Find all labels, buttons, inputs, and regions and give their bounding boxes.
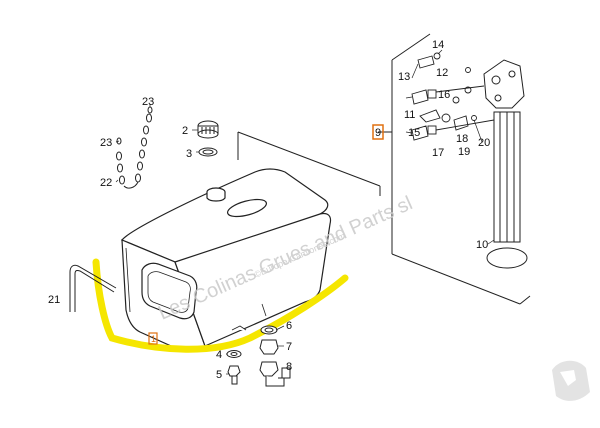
fuel-tank [121,168,332,352]
logo-mark [552,360,590,401]
callout-14: 14 [432,39,444,51]
seal-6 [260,325,278,335]
frame-outline [237,131,381,196]
elbow-fitting [259,361,291,387]
callout-7: 7 [286,341,292,353]
callout-17: 17 [432,147,444,159]
callout-box-9 [372,124,384,140]
callout-19: 19 [458,146,470,158]
callout-10: 10 [476,239,488,251]
fitting-7 [259,339,279,355]
callout-1-label: 1 [151,334,156,344]
callout-21: 21 [48,294,60,306]
washer-4 [226,350,242,358]
callout-8: 8 [286,361,292,373]
callout-6: 6 [286,320,292,332]
chain [116,106,153,189]
highlight-band [92,258,349,353]
callout-11: 11 [404,109,415,121]
bracket [69,264,117,312]
callout-23a: 23 [100,137,112,149]
level-sender [483,59,528,269]
sender-fittings [411,52,495,141]
callout-9-label: 9 [375,127,381,139]
callout-box-1 [148,332,158,345]
cap-seal [198,147,218,157]
callout-20: 20 [478,137,490,149]
callout-13: 13 [398,71,410,83]
callout-15: 15 [408,127,420,139]
callout-3: 3 [186,148,192,160]
callout-16: 16 [438,89,450,101]
callout-5: 5 [216,369,222,381]
leader-lines [115,49,495,375]
callout-12: 12 [436,67,448,79]
filler-cap [197,120,219,139]
callout-numbers: 2 3 4 5 6 7 8 10 11 12 13 14 15 16 17 18… [48,39,490,381]
callout-4: 4 [216,349,222,361]
callout-2: 2 [182,125,188,137]
sender-panel [378,33,531,305]
bolt-5 [227,365,241,385]
callout-23b: 23 [142,96,154,108]
callout-22: 22 [100,177,112,189]
callout-18: 18 [456,133,468,145]
